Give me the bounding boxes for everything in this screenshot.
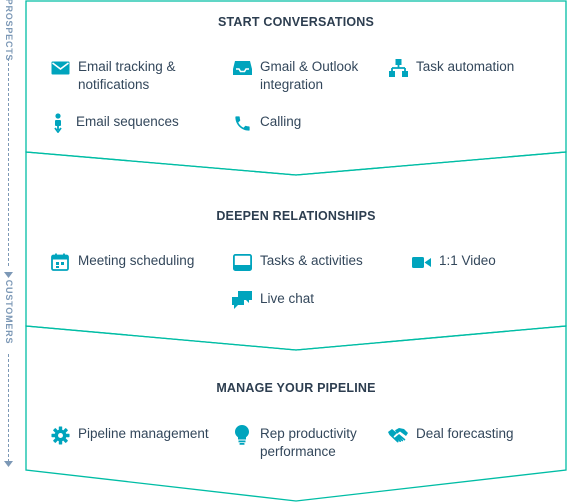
feature-meeting-scheduling: Meeting scheduling — [50, 252, 194, 272]
feature-calling: Calling — [232, 113, 301, 133]
feature-label: Email tracking & notifications — [78, 59, 176, 92]
feature-email-sequences: Email sequences — [48, 113, 179, 133]
feature-tasks-activities: Tasks & activities — [232, 252, 363, 272]
lightbulb-icon — [232, 425, 252, 445]
feature-label: Deal forecasting — [416, 426, 514, 441]
gear-icon — [50, 425, 70, 445]
phone-icon — [232, 113, 252, 133]
feature-label: Email sequences — [76, 114, 179, 129]
tasks-icon — [232, 252, 252, 272]
feature-label: Live chat — [260, 291, 315, 306]
feature-pipeline-management: Pipeline management — [50, 425, 209, 445]
feature-label: Task automation — [416, 59, 515, 74]
feature-label: Meeting scheduling — [78, 253, 195, 268]
section-title-manage-pipeline: MANAGE YOUR PIPELINE — [216, 381, 376, 395]
section-outline-manage-pipeline — [25, 325, 567, 502]
feature-task-automation: Task automation — [388, 58, 514, 78]
arrow-down-icon — [4, 461, 13, 467]
feature-video: 1:1 Video — [411, 252, 496, 272]
workflow-icon — [388, 58, 408, 78]
feature-live-chat: Live chat — [232, 290, 314, 310]
handshake-icon — [388, 425, 408, 445]
inbox-icon — [232, 58, 252, 78]
section-title-start-conversations: START CONVERSATIONS — [217, 15, 375, 29]
feature-label: Pipeline management — [78, 426, 209, 441]
feature-gmail-outlook: Gmail & Outlook integration — [232, 58, 358, 94]
feature-rep-productivity: Rep productivity performance — [232, 425, 357, 461]
section-title-deepen-relationships: DEEPEN RELATIONSHIPS — [216, 209, 376, 223]
stage-connector-line — [8, 354, 9, 462]
video-camera-icon — [411, 252, 431, 272]
chat-bubbles-icon — [232, 290, 252, 310]
feature-label: Calling — [260, 114, 302, 129]
stage-connector-line — [8, 58, 9, 266]
calendar-icon — [50, 252, 70, 272]
feature-email-tracking: Email tracking & notifications — [50, 58, 176, 94]
sequence-icon — [48, 113, 68, 133]
feature-label: Gmail & Outlook integration — [260, 59, 359, 92]
feature-label: 1:1 Video — [439, 253, 496, 268]
feature-deal-forecasting: Deal forecasting — [388, 425, 514, 445]
funnel-stage-axis: PROSPECTS CUSTOMERS — [0, 0, 18, 504]
side-arrows — [4, 272, 13, 467]
arrow-down-icon — [4, 272, 13, 278]
envelope-icon — [50, 58, 70, 78]
feature-label: Rep productivity performance — [260, 426, 357, 459]
section-outline-deepen-relationships — [25, 151, 567, 351]
feature-label: Tasks & activities — [260, 253, 363, 268]
